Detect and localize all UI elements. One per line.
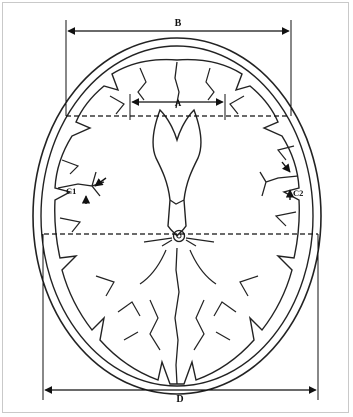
label-b: B [175, 18, 182, 29]
frontal-sulcus-3 [110, 96, 124, 114]
occipital-sulcus-right [214, 276, 258, 340]
c2-arrow-upper [282, 162, 290, 172]
frontal-sulcus-4 [230, 96, 244, 114]
lateral-ventricles [153, 110, 201, 236]
frontal-sulcus-1 [138, 68, 146, 100]
third-ventricle [170, 200, 184, 204]
label-d: D [176, 394, 183, 405]
occipital-sulcus-mid-left [150, 300, 160, 350]
pineal-marker [174, 231, 185, 242]
interhemispheric-fissure-back [175, 248, 179, 384]
occipital-sulcus-mid-right [194, 300, 204, 350]
label-c1: C1 [66, 186, 76, 196]
occipital-sulcus-left [96, 276, 140, 340]
label-a: A [175, 98, 182, 108]
label-c2: C2 [293, 188, 303, 198]
c1-arrow-upper [95, 178, 106, 186]
frontal-sulcus-2 [206, 68, 214, 100]
occipital-horns [140, 250, 216, 284]
